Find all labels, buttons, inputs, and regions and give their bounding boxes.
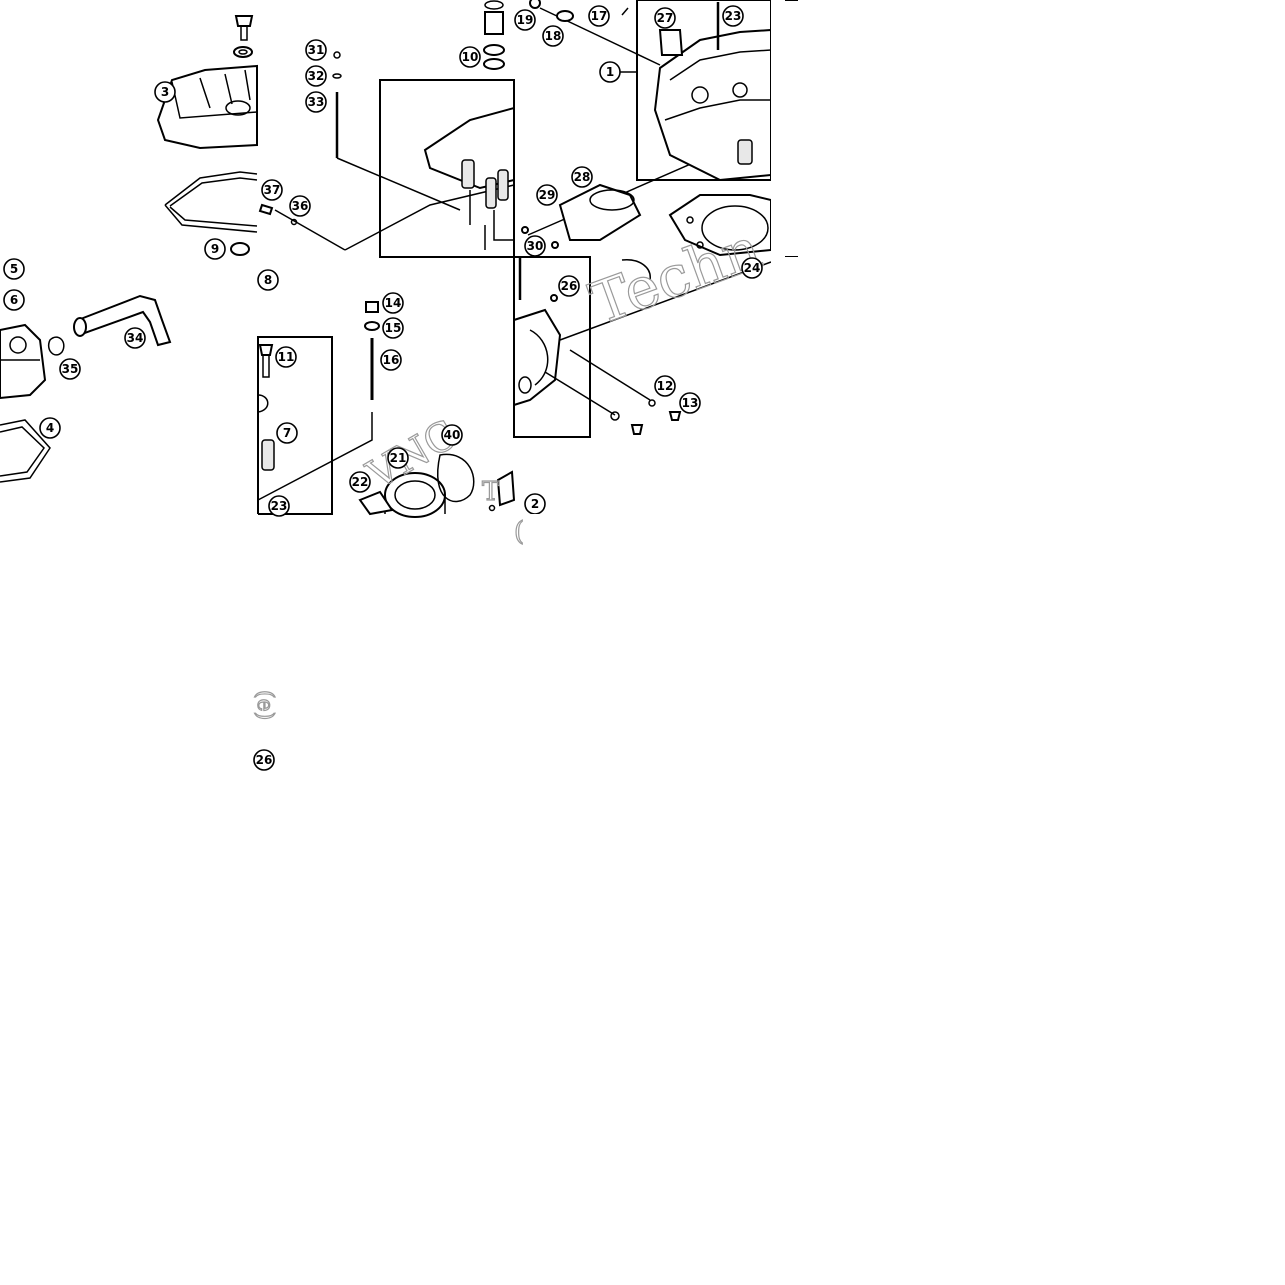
- callout-22: 22: [349, 471, 371, 493]
- svg-text:17: 17: [591, 9, 608, 23]
- svg-text:12: 12: [657, 379, 674, 393]
- svg-text:27: 27: [657, 11, 674, 25]
- svg-text:9: 9: [211, 242, 219, 256]
- callout-17: 17: [588, 5, 610, 27]
- svg-text:2: 2: [531, 497, 539, 511]
- svg-text:28: 28: [574, 170, 591, 184]
- callout-15: 15: [382, 317, 404, 339]
- watermark-fragment-b: T: [482, 477, 500, 507]
- callout-26a: 26: [558, 275, 580, 297]
- svg-text:26: 26: [256, 753, 273, 767]
- svg-text:35: 35: [62, 362, 79, 376]
- svg-text:34: 34: [127, 331, 144, 345]
- svg-text:13: 13: [682, 396, 699, 410]
- callout-18: 18: [542, 25, 564, 47]
- callout-6: 6: [3, 289, 25, 311]
- svg-text:40: 40: [444, 428, 461, 442]
- svg-text:31: 31: [308, 43, 325, 57]
- svg-text:8: 8: [264, 273, 272, 287]
- callout-8: 8: [257, 269, 279, 291]
- callout-30: 30: [524, 235, 546, 257]
- callout-21: 21: [387, 447, 409, 469]
- callout-5: 5: [3, 258, 25, 280]
- callout-12: 12: [654, 375, 676, 397]
- valve-cover-side-view: [0, 294, 172, 483]
- callout-23a: 23: [722, 5, 744, 27]
- svg-text:1: 1: [606, 65, 614, 79]
- watermark-fragment-edge: (: [514, 517, 524, 547]
- callout-11: 11: [275, 346, 297, 368]
- valve-cover-assembly: [156, 15, 258, 256]
- callout-14: 14: [382, 292, 404, 314]
- callout-16: 16: [380, 349, 402, 371]
- callout-36: 36: [289, 195, 311, 217]
- svg-text:14: 14: [385, 296, 402, 310]
- camshaft-carrier-assembly: [258, 0, 515, 258]
- camshaft-carrier-lower-view: [257, 301, 516, 518]
- callout-9: 9: [204, 238, 226, 260]
- svg-text:3: 3: [161, 85, 169, 99]
- svg-text:15: 15: [385, 321, 402, 335]
- callout-13: 13: [679, 392, 701, 414]
- svg-text:23: 23: [271, 499, 288, 513]
- cylinder-head-lower-view: [513, 256, 772, 438]
- svg-text:11: 11: [278, 350, 295, 364]
- svg-text:33: 33: [308, 95, 325, 109]
- callout-4: 4: [39, 417, 61, 439]
- svg-text:36: 36: [292, 199, 309, 213]
- callout-2: 2: [524, 493, 546, 515]
- callout-7: 7: [276, 422, 298, 444]
- callout-32: 32: [305, 65, 327, 87]
- svg-text:16: 16: [383, 353, 400, 367]
- callout-1: 1: [599, 61, 621, 83]
- svg-text:24: 24: [744, 261, 761, 275]
- svg-text:37: 37: [264, 183, 281, 197]
- svg-text:30: 30: [527, 239, 544, 253]
- svg-text:32: 32: [308, 69, 325, 83]
- fragment-overlay: (e) 26 (: [251, 516, 525, 771]
- callout-28: 28: [571, 166, 593, 188]
- callout-layer: 1 2 3 4 5 6 7 8 9 10 11 12 13 14 15 16 1…: [3, 5, 763, 771]
- callout-34: 34: [124, 327, 146, 349]
- callout-27: 27: [654, 7, 676, 29]
- svg-text:18: 18: [545, 29, 562, 43]
- callout-10: 10: [459, 46, 481, 68]
- callout-3: 3: [154, 81, 176, 103]
- svg-text:19: 19: [517, 13, 534, 27]
- svg-text:10: 10: [462, 50, 479, 64]
- callout-31: 31: [305, 39, 327, 61]
- svg-text:23: 23: [725, 9, 742, 23]
- callout-19: 19: [514, 9, 536, 31]
- svg-text:5: 5: [10, 262, 18, 276]
- svg-text:(e): (e): [252, 690, 277, 720]
- svg-text:4: 4: [46, 421, 54, 435]
- svg-text:21: 21: [390, 451, 407, 465]
- svg-text:29: 29: [539, 188, 556, 202]
- callout-37: 37: [261, 179, 283, 201]
- callout-33: 33: [305, 91, 327, 113]
- svg-text:7: 7: [283, 426, 291, 440]
- callout-35: 35: [59, 358, 81, 380]
- callout-29: 29: [536, 184, 558, 206]
- svg-text:6: 6: [10, 293, 18, 307]
- callout-24: 24: [741, 257, 763, 279]
- callout-40: 40: [441, 424, 463, 446]
- callout-23b: 23: [268, 495, 290, 517]
- svg-text:22: 22: [352, 475, 369, 489]
- svg-text:26: 26: [561, 279, 578, 293]
